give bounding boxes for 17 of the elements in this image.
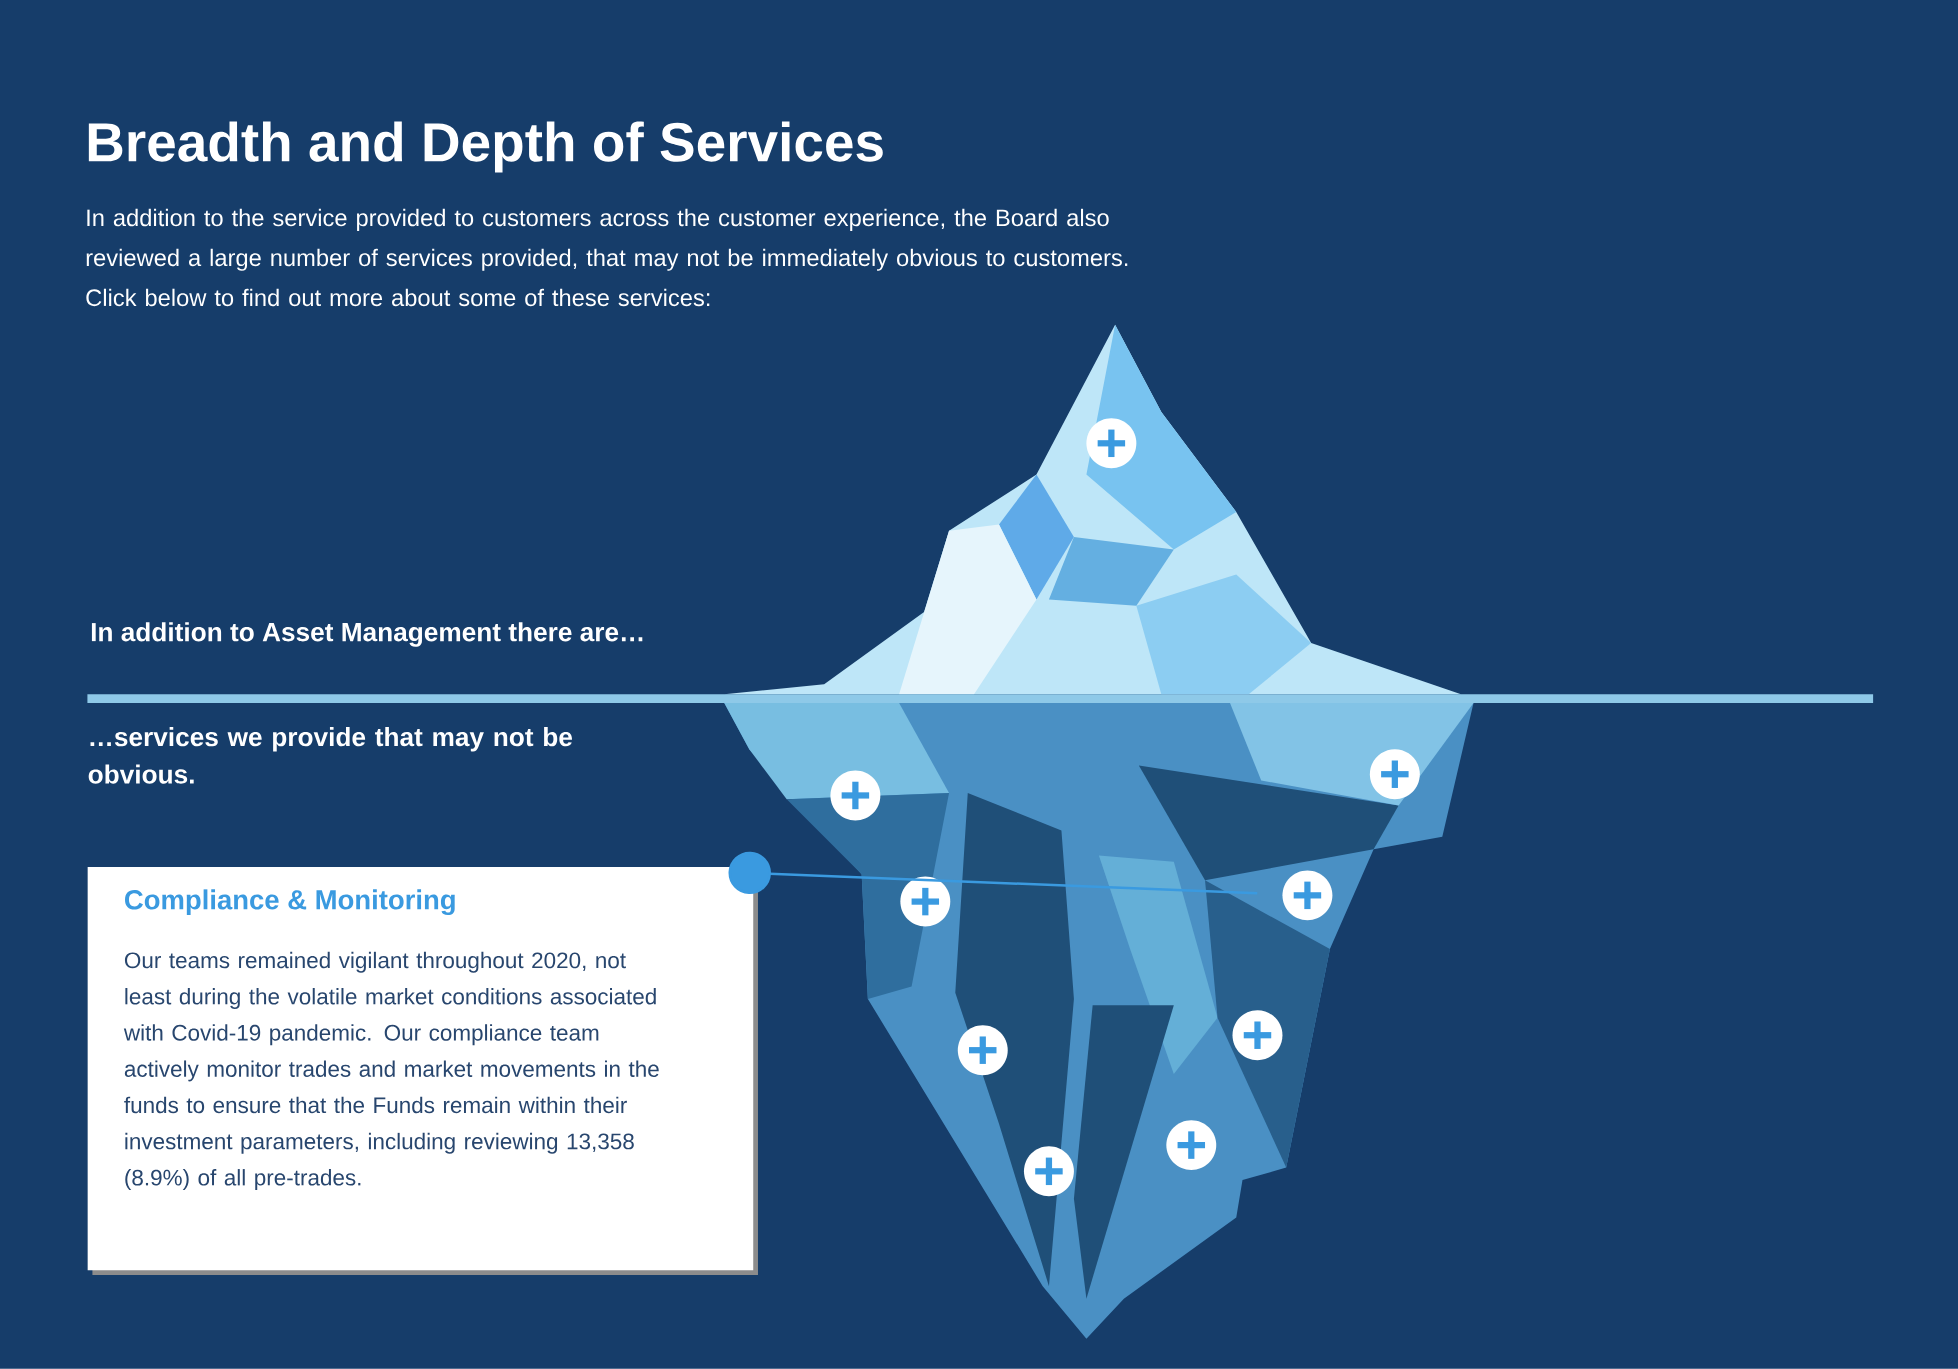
section-heading: In addition to Asset Management there are… [91,622,643,647]
intro-text: In addition to the service provided to customers across the customer experience, the Board also reviewed a large number of services provided, that may not be immediately obvious to customers. Click below to find out more about some of these services: [86,209,1128,307]
plus-button [1369,749,1420,800]
plus-button [1023,1146,1074,1197]
info-card [87,867,758,1276]
plus-button [830,770,881,821]
plus-button [900,876,951,927]
plus-button [1086,418,1137,469]
card-heading: Compliance & Monitoring [125,889,455,916]
leader-line [728,851,1258,895]
section-heading: …services we provide that may not be obvious. [88,727,572,784]
card-body: Our teams remained vigilant throughout 2020, not least during the volatile market conditions associated with Covid-19 pandemic. Our compliance team actively monitor trades and market movements in the funds to ensure that the Funds remain within their investment parameters, including reviewing 13,358 (8.9%) of all pre-trades. [123,952,659,1191]
plus-button [1232,1010,1283,1061]
plus-button [957,1025,1008,1076]
title: Breadth and Depth of Services [88,121,883,173]
plus-button [1166,1120,1217,1171]
plus-button [1282,870,1333,921]
